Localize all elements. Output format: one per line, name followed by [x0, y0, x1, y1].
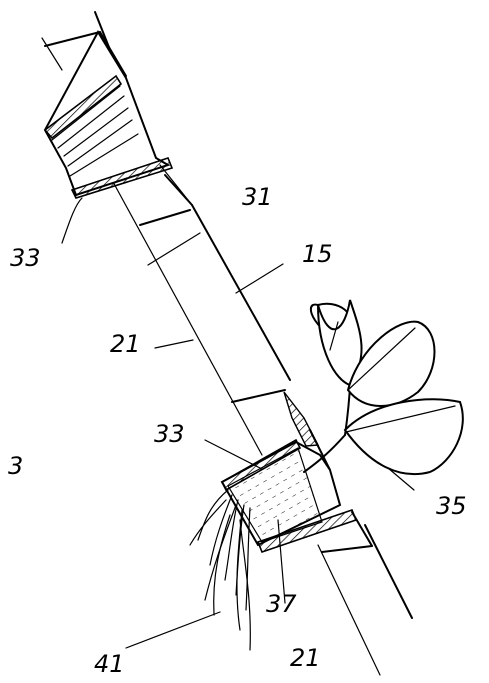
- label-33-top: 33: [10, 244, 41, 272]
- top-cup-33: [43, 29, 193, 206]
- labels: 3 33 31 15 21 33 35 37 41 21: [8, 183, 467, 678]
- label-15: 15: [302, 240, 333, 268]
- label-21-bottom: 21: [290, 644, 321, 672]
- label-21-mid: 21: [110, 330, 141, 358]
- ribs: [44, 31, 373, 553]
- label-37: 37: [266, 590, 297, 618]
- label-35: 35: [436, 492, 467, 520]
- label-31: 31: [242, 183, 273, 211]
- seedling-35: [303, 299, 464, 476]
- leaf-3: [346, 320, 436, 407]
- leaf-4: [343, 398, 464, 476]
- figure-number: 3: [8, 452, 23, 480]
- label-41: 41: [94, 650, 125, 678]
- lower-cup-33: [220, 391, 373, 554]
- inner-line-21: [41, 37, 381, 676]
- leader-lines: [61, 197, 415, 649]
- soil-plug-37: [227, 447, 323, 543]
- roots-41: [189, 489, 251, 651]
- label-33-low: 33: [154, 420, 185, 448]
